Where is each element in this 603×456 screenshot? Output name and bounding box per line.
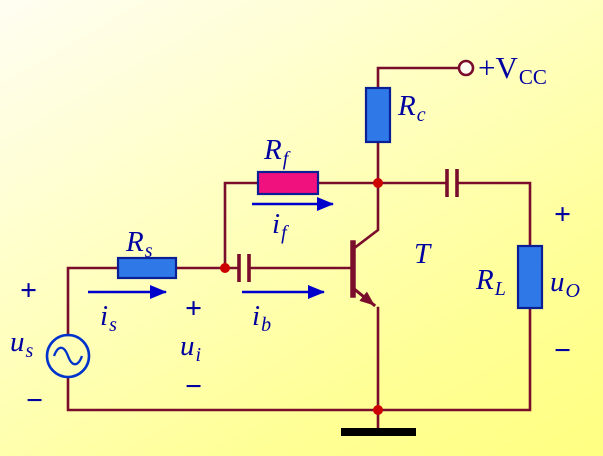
resistor-rl xyxy=(516,244,544,310)
capacitor-input xyxy=(237,254,251,282)
label-transistor: T xyxy=(414,238,431,270)
uo-plus-sign: + xyxy=(554,198,572,231)
ground-symbol xyxy=(341,428,416,436)
resistor-rs xyxy=(116,256,178,280)
label-vcc: +VCC xyxy=(478,50,547,89)
label-rs: Rs xyxy=(126,226,153,262)
label-rc: Rc xyxy=(398,90,426,126)
label-uo: uO xyxy=(550,266,580,302)
resistor-rf-feedback xyxy=(256,170,320,196)
ac-source xyxy=(45,333,91,379)
junction-dot xyxy=(220,263,230,273)
resistor-rc xyxy=(364,86,392,144)
sine-wave-icon xyxy=(52,346,84,366)
vcc-terminal xyxy=(457,59,475,77)
junction-dot xyxy=(373,405,383,415)
label-ib: ib xyxy=(252,300,272,336)
junction-dot xyxy=(373,178,383,188)
transistor xyxy=(350,240,380,412)
label-us: us xyxy=(10,326,34,362)
capacitor-output xyxy=(445,169,459,197)
label-if: if xyxy=(272,208,287,244)
uo-minus-sign: − xyxy=(554,334,572,367)
label-ui: ui xyxy=(180,330,202,366)
label-rf: Rf xyxy=(264,134,289,170)
us-plus-sign: + xyxy=(20,274,38,307)
us-minus-sign: − xyxy=(26,384,44,417)
transistor-emitter-arrow xyxy=(350,285,377,308)
label-is: is xyxy=(100,300,117,336)
label-rl: RL xyxy=(476,264,506,300)
ac-source-circle xyxy=(45,333,91,379)
ui-plus-sign: + xyxy=(185,292,203,325)
ui-minus-sign: − xyxy=(185,370,203,403)
